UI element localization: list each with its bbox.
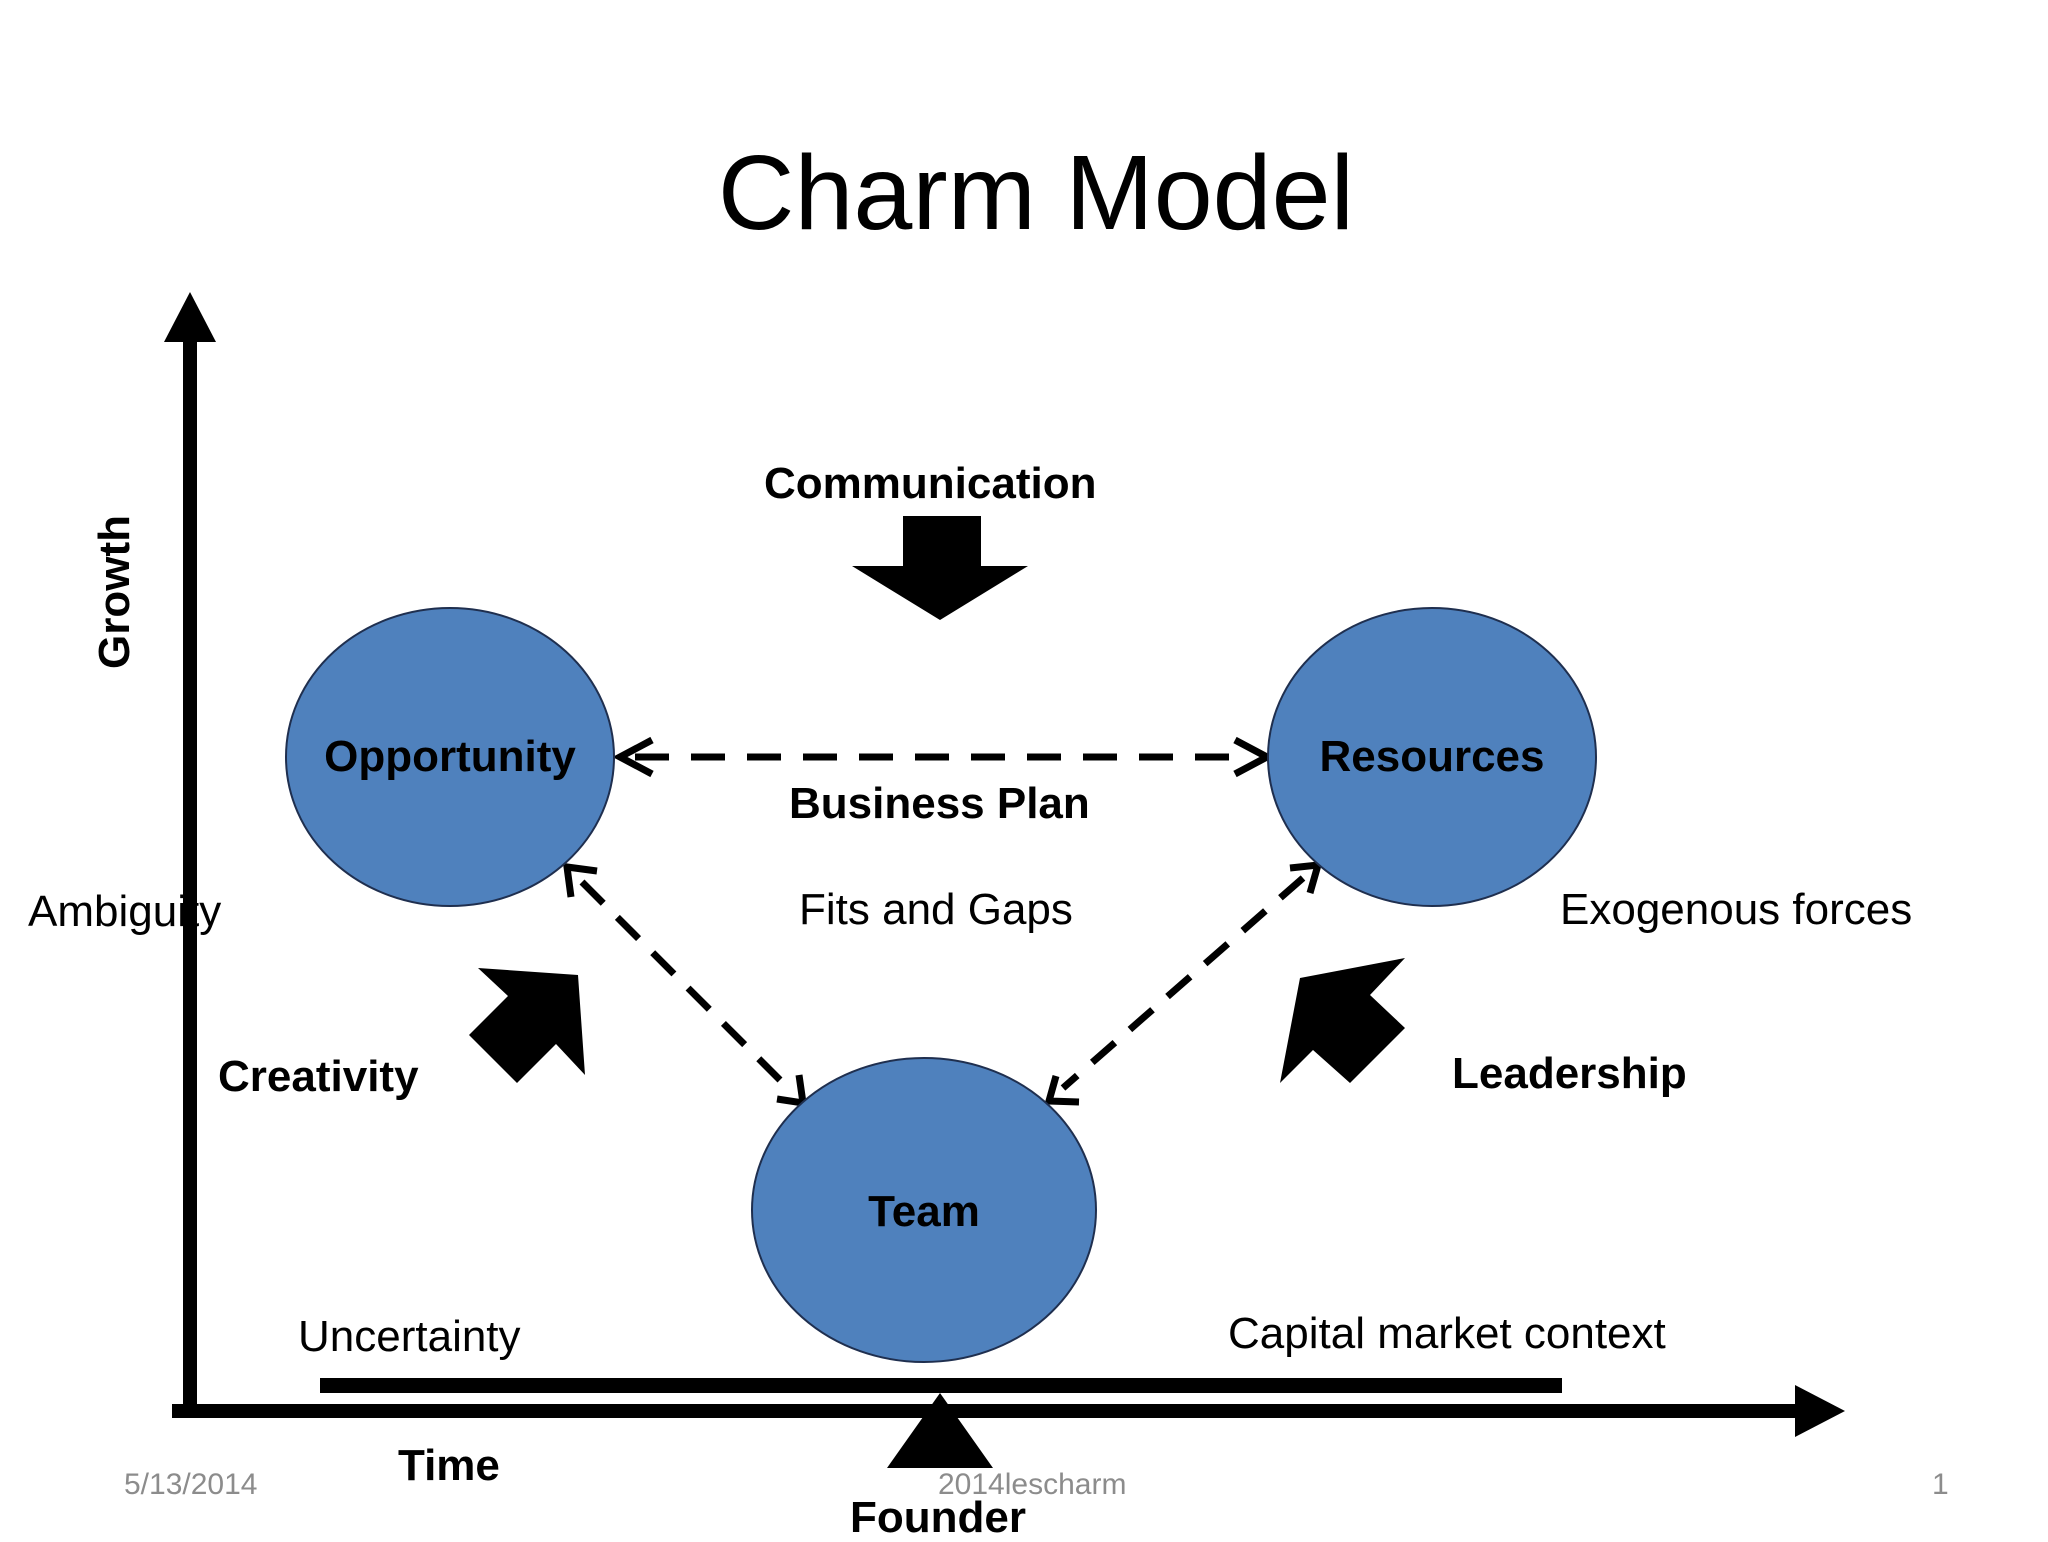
arrowhead-team-right bbox=[1044, 1075, 1080, 1106]
capital-market-context-label: Capital market context bbox=[1228, 1309, 1666, 1358]
ambiguity-label: Ambiguity bbox=[28, 887, 222, 936]
opportunity-node bbox=[285, 607, 615, 907]
team-label: Team bbox=[868, 1187, 980, 1236]
creativity-arrow bbox=[469, 968, 585, 1083]
communication-arrow bbox=[852, 516, 1028, 620]
arrowhead-right-resources bbox=[1233, 736, 1275, 778]
resources-label: Resources bbox=[1319, 732, 1545, 781]
leadership-label: Leadership bbox=[1452, 1049, 1687, 1098]
x-axis-arrowhead bbox=[1795, 1385, 1845, 1437]
creativity-label: Creativity bbox=[218, 1052, 419, 1101]
footer-center-text: 2014lescharm bbox=[938, 1468, 1127, 1501]
x-axis-label: Time bbox=[398, 1441, 500, 1490]
founder-label: Founder bbox=[850, 1493, 1026, 1542]
dashed-link-resources-team bbox=[1060, 875, 1306, 1091]
exogenous-forces-label: Exogenous forces bbox=[1560, 885, 1913, 934]
balance-beam bbox=[320, 1378, 1562, 1393]
y-axis-label: Growth bbox=[90, 515, 139, 669]
team-node bbox=[751, 1057, 1097, 1363]
founder-fulcrum bbox=[887, 1393, 993, 1468]
fits-and-gaps-label: Fits and Gaps bbox=[799, 885, 1073, 934]
business-plan-label: Business Plan bbox=[789, 779, 1090, 828]
footer-page-number: 1 bbox=[1932, 1468, 1949, 1501]
footer-date: 5/13/2014 bbox=[124, 1468, 258, 1501]
opportunity-label: Opportunity bbox=[324, 732, 576, 781]
arrowhead-opportunity-lower bbox=[562, 862, 598, 898]
y-axis-arrowhead bbox=[164, 292, 216, 342]
dashed-link-opportunity-team bbox=[579, 879, 791, 1091]
uncertainty-label: Uncertainty bbox=[298, 1312, 521, 1361]
arrowhead-left-opportunity bbox=[612, 736, 654, 778]
resources-node bbox=[1267, 607, 1597, 907]
slide-title: Charm Model bbox=[717, 134, 1355, 252]
communication-label: Communication bbox=[764, 459, 1097, 508]
arrowhead-team-left bbox=[776, 1074, 808, 1108]
leadership-arrow bbox=[1280, 958, 1405, 1083]
